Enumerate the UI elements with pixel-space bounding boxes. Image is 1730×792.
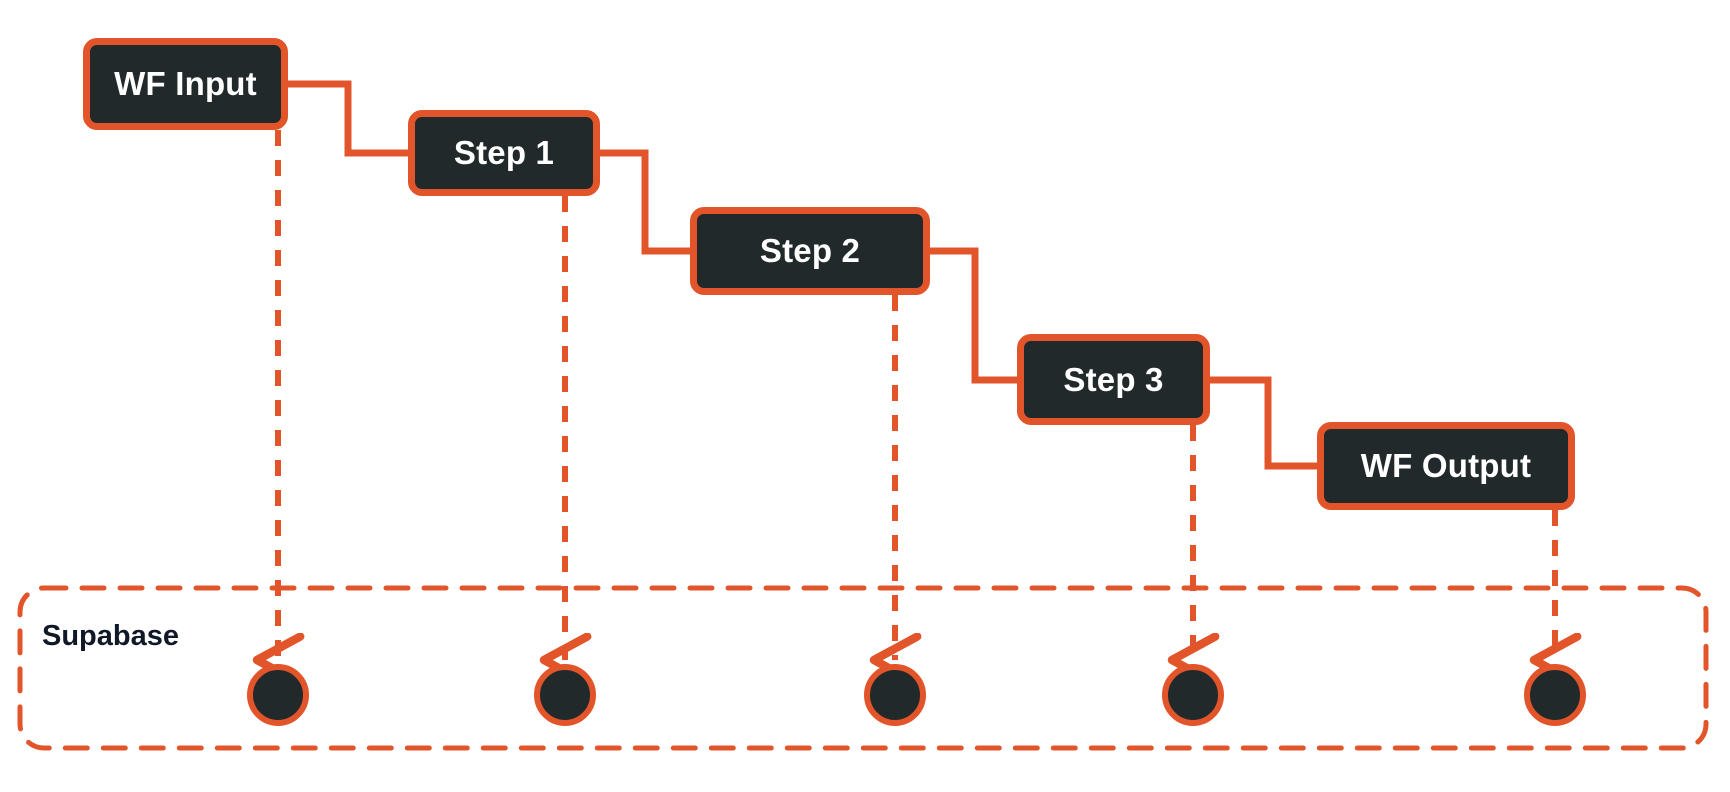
- flow-connector: [930, 247, 1017, 384]
- storage-node[interactable]: [247, 664, 309, 726]
- node-wf-input[interactable]: WF Input: [83, 38, 288, 130]
- node-label: Step 3: [1063, 360, 1164, 398]
- node-label: WF Input: [114, 65, 257, 102]
- storage-node[interactable]: [1524, 664, 1586, 726]
- node-step-1[interactable]: Step 1: [408, 110, 600, 196]
- storage-node[interactable]: [864, 664, 926, 726]
- node-label: Step 1: [453, 134, 555, 171]
- flow-connector: [600, 149, 690, 255]
- flow-connector: [1210, 376, 1317, 470]
- storage-node[interactable]: [1162, 664, 1224, 726]
- storage-node[interactable]: [534, 664, 596, 726]
- supabase-group-label: Supabase: [42, 620, 179, 652]
- persistence-edges: [278, 130, 1555, 660]
- node-step-3[interactable]: Step 3: [1017, 334, 1210, 425]
- flow-edges: [288, 80, 1317, 470]
- storage-nodes: [247, 664, 1586, 726]
- supabase-group-boundary: [17, 585, 1709, 751]
- flow-connector: [288, 80, 408, 157]
- node-label: WF Output: [1360, 447, 1532, 484]
- node-step-2[interactable]: Step 2: [690, 207, 930, 295]
- node-wf-output[interactable]: WF Output: [1317, 422, 1575, 510]
- node-label: Step 2: [759, 232, 861, 269]
